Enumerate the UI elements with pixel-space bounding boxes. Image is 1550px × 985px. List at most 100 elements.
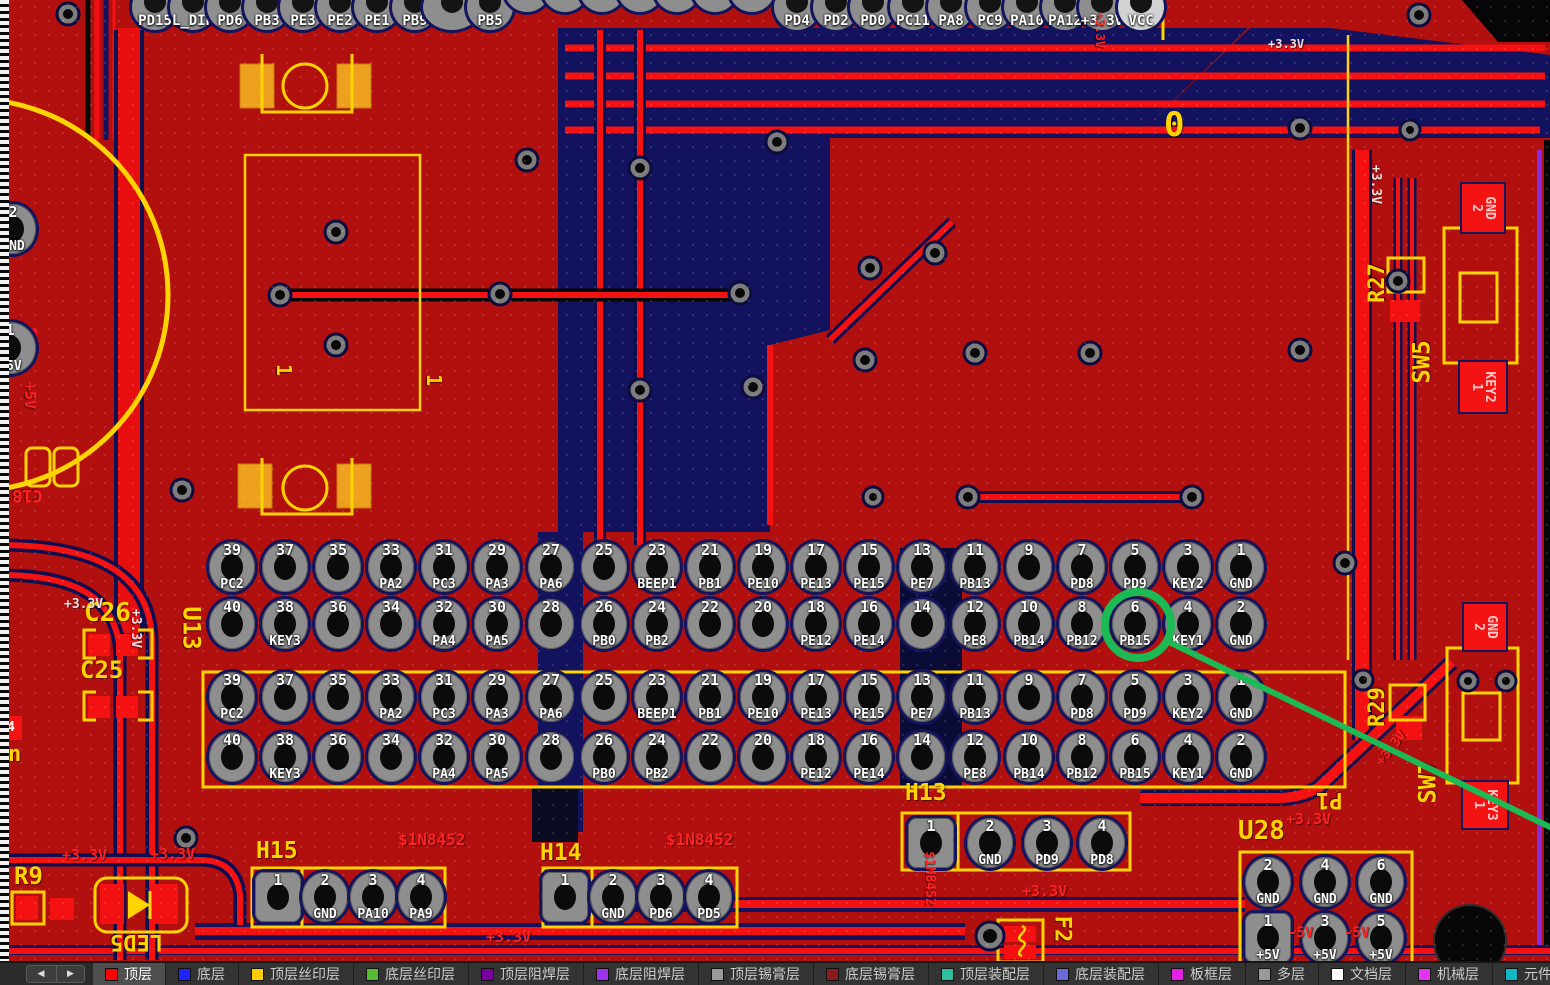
connector-pad[interactable]: 17 PE13 [793, 671, 839, 722]
connector-pad[interactable]: 18 PE12 [793, 598, 839, 649]
layer-tab[interactable]: 底层锡膏层 [814, 963, 929, 985]
connector-pad[interactable]: 7 PD8 [1059, 541, 1105, 592]
layer-tab[interactable]: 文档层 [1319, 963, 1406, 985]
connector-pad[interactable]: 36 [315, 598, 361, 649]
connector-pad[interactable]: 27 PA6 [528, 671, 574, 722]
connector-pad[interactable]: 36 [315, 731, 361, 782]
connector-pad[interactable]: 11 PB13 [952, 671, 998, 722]
connector-pad[interactable]: 4 PA9 [398, 871, 444, 922]
pin-pad[interactable]: PD15 [132, 0, 178, 30]
connector-pad[interactable]: 6 GND [1358, 856, 1404, 907]
connector-pad[interactable]: 25 [581, 671, 627, 722]
connector-pad[interactable]: 14 [899, 731, 945, 782]
pin-pad[interactable]: PE2 [317, 0, 363, 30]
connector-pad[interactable]: 25 [581, 541, 627, 592]
layer-tab[interactable]: 底层 [166, 963, 239, 985]
pin-pad[interactable]: PD0 [850, 0, 896, 30]
connector-pad[interactable]: 1 [255, 871, 301, 922]
connector-pad[interactable]: 3 PD6 [638, 871, 684, 922]
connector-pad[interactable]: 16 PE14 [846, 731, 892, 782]
connector-pad[interactable]: 4 PD5 [686, 871, 732, 922]
connector-pad[interactable]: 2 GND [590, 871, 636, 922]
connector-pad[interactable]: 12 PE8 [952, 731, 998, 782]
connector-pad[interactable]: 7 PD8 [1059, 671, 1105, 722]
connector-pad[interactable]: 15 PE15 [846, 541, 892, 592]
connector-pad[interactable]: 4 PD8 [1079, 817, 1125, 868]
connector-pad[interactable]: 5 +5V [1358, 912, 1404, 963]
connector-pad[interactable]: 1 [908, 817, 954, 868]
connector-pad[interactable]: 20 [740, 731, 786, 782]
connector-pad[interactable]: 39 PC2 [209, 541, 255, 592]
pin-pad[interactable]: PB3 [244, 0, 290, 30]
layer-tab[interactable]: 底层装配层 [1044, 963, 1159, 985]
layer-tab[interactable]: 板框层 [1159, 963, 1246, 985]
connector-pad[interactable]: 12 PE8 [952, 598, 998, 649]
connector-pad[interactable]: 26 PB0 [581, 731, 627, 782]
layer-tab[interactable]: 顶层阻焊层 [469, 963, 584, 985]
connector-pad[interactable]: 13 PE7 [899, 671, 945, 722]
connector-pad[interactable]: 34 [368, 731, 414, 782]
connector-pad[interactable]: 1 [542, 871, 588, 922]
connector-pad[interactable]: 16 PE14 [846, 598, 892, 649]
connector-pad[interactable]: 40 [209, 598, 255, 649]
connector-pad[interactable]: 2 GND [1245, 856, 1291, 907]
layer-tab[interactable]: 机械层 [1406, 963, 1493, 985]
connector-pad[interactable]: 38 KEY3 [262, 731, 308, 782]
connector-pad[interactable]: 32 PA4 [421, 598, 467, 649]
connector-pad[interactable]: 34 [368, 598, 414, 649]
connector-pad[interactable]: 24 PB2 [634, 598, 680, 649]
connector-pad[interactable]: 15 PE15 [846, 671, 892, 722]
connector-pad[interactable]: 3 PD9 [1024, 817, 1070, 868]
connector-pad[interactable]: 19 PE10 [740, 671, 786, 722]
connector-pad[interactable]: 9 [1006, 541, 1052, 592]
pin-pad[interactable]: PD4 [774, 0, 820, 30]
layer-tab[interactable]: 顶层 [93, 963, 166, 985]
connector-pad[interactable]: 38 KEY3 [262, 598, 308, 649]
connector-pad[interactable]: 11 PB13 [952, 541, 998, 592]
layer-tab[interactable]: 顶层丝印层 [239, 963, 354, 985]
connector-pad[interactable]: 13 PE7 [899, 541, 945, 592]
tabs-scroll-right-button[interactable]: ▶ [56, 966, 84, 982]
layer-tab[interactable]: 顶层装配层 [929, 963, 1044, 985]
connector-pad[interactable]: 3 KEY2 [1165, 541, 1211, 592]
connector-pad[interactable]: 8 PB12 [1059, 598, 1105, 649]
connector-pad[interactable]: 6 PB15 [1112, 731, 1158, 782]
pin-pad[interactable]: PA8 [928, 0, 974, 30]
connector-pad[interactable]: 3 PA10 [350, 871, 396, 922]
connector-pad[interactable]: 5 PD9 [1112, 541, 1158, 592]
layer-tab[interactable]: 底层阻焊层 [584, 963, 699, 985]
pin-pad[interactable]: PE1 [354, 0, 400, 30]
connector-pad[interactable]: 18 PE12 [793, 731, 839, 782]
connector-pad[interactable]: 21 PB1 [687, 671, 733, 722]
connector-pad[interactable]: 22 [687, 731, 733, 782]
connector-pad[interactable]: 21 PB1 [687, 541, 733, 592]
connector-pad[interactable]: 8 PB12 [1059, 731, 1105, 782]
pin-pad[interactable]: PA12 [1042, 0, 1088, 30]
connector-pad[interactable]: 37 [262, 541, 308, 592]
connector-pad[interactable]: 30 PA5 [474, 598, 520, 649]
connector-pad[interactable]: 2 GND [967, 817, 1013, 868]
connector-pad[interactable]: 28 [528, 598, 574, 649]
connector-pad[interactable]: 27 PA6 [528, 541, 574, 592]
pin-pad[interactable]: VCC [1118, 0, 1164, 30]
connector-pad[interactable]: 24 PB2 [634, 731, 680, 782]
layer-tab[interactable]: 元件外形层 [1493, 963, 1550, 985]
connector-pad[interactable]: 4 GND [1302, 856, 1348, 907]
pcb-canvas[interactable]: PD15 L_DIR PD6 PB3 PE3 PE2 [0, 0, 1550, 963]
tabs-scroll-left-button[interactable]: ◀ [27, 966, 55, 982]
connector-pad[interactable]: 31 PC3 [421, 541, 467, 592]
layer-tab[interactable]: 顶层锡膏层 [699, 963, 814, 985]
connector-pad[interactable]: 28 [528, 731, 574, 782]
layer-tab[interactable]: 底层丝印层 [354, 963, 469, 985]
connector-pad[interactable]: 1 GND [1218, 541, 1264, 592]
pin-pad[interactable]: PC11 [890, 0, 936, 30]
connector-pad[interactable]: 32 PA4 [421, 731, 467, 782]
connector-pad[interactable]: 20 [740, 598, 786, 649]
connector-pad[interactable]: 33 PA2 [368, 671, 414, 722]
connector-pad[interactable]: 30 PA5 [474, 731, 520, 782]
connector-pad[interactable]: 9 [1006, 671, 1052, 722]
connector-pad[interactable]: 31 PC3 [421, 671, 467, 722]
connector-pad[interactable]: 40 [209, 731, 255, 782]
